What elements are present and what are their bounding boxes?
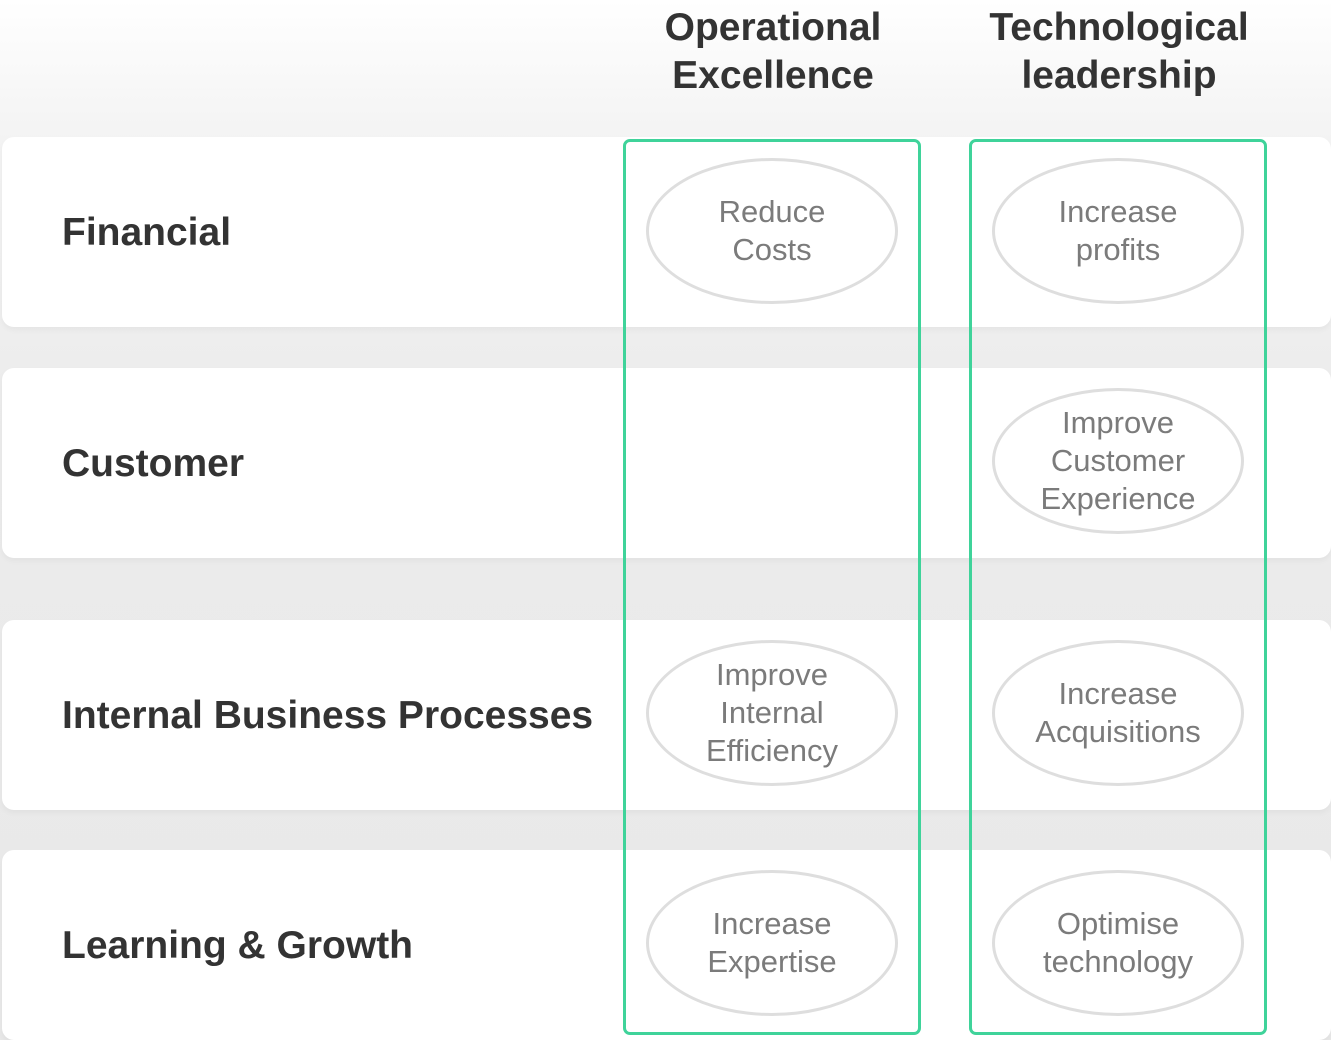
row-label-learning-growth: Learning & Growth: [62, 924, 413, 967]
column-frame-operational-excellence: [623, 139, 921, 1035]
column-frame-technological-leadership: [969, 139, 1267, 1035]
objective-improve-internal-efficiency: Improve Internal Efficiency: [646, 640, 898, 786]
objective-improve-customer-experience: Improve Customer Experience: [992, 388, 1244, 534]
objective-increase-expertise: Increase Expertise: [646, 870, 898, 1016]
objective-optimise-technology: Optimise technology: [992, 870, 1244, 1016]
objective-increase-profits: Increase profits: [992, 158, 1244, 304]
row-label-customer: Customer: [62, 442, 245, 485]
column-header-technological-leadership: Technological leadership: [989, 6, 1249, 97]
row-label-financial: Financial: [62, 211, 232, 254]
row-label-internal-business-processes: Internal Business Processes: [62, 694, 594, 737]
objective-increase-acquisitions: Increase Acquisitions: [992, 640, 1244, 786]
column-header-operational-excellence: Operational Excellence: [664, 6, 882, 97]
objective-reduce-costs: Reduce Costs: [646, 158, 898, 304]
